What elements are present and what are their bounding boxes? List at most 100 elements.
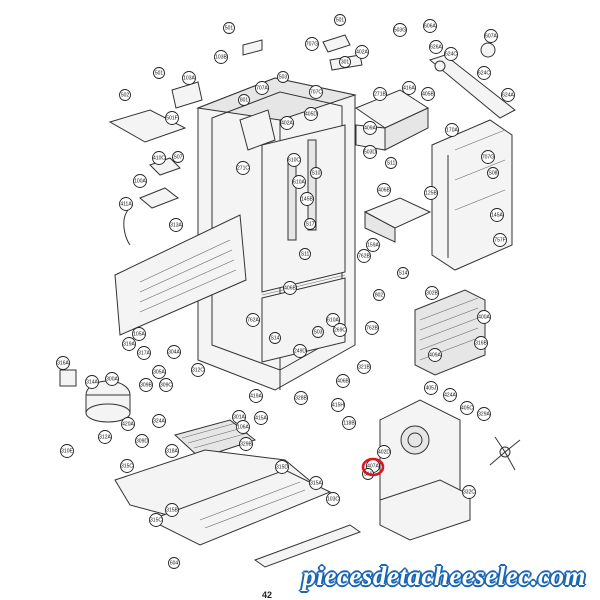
- part-label-624a: 624A: [501, 88, 515, 102]
- part-label-405d: 405D: [304, 107, 318, 121]
- part-label-text: 802: [375, 292, 384, 298]
- part-label-text: 103C: [327, 496, 339, 502]
- part-label-text: 503G: [394, 27, 406, 33]
- part-label-text: 610A: [293, 179, 305, 185]
- part-label-402d: 402D: [377, 445, 391, 459]
- part-label-text: 503: [279, 74, 288, 80]
- part-label-layer: 501103B501707G402A301503G606A607A626A624…: [56, 14, 515, 569]
- part-label-309b: 309B: [139, 378, 153, 392]
- part-label-315d: 315D: [275, 460, 289, 474]
- part-label-301: 301: [339, 56, 351, 68]
- part-label-text: 312C: [192, 367, 204, 373]
- part-label-text: 610C: [288, 157, 300, 163]
- part-label-text: 415H: [332, 402, 344, 408]
- part-label-406b: 406B: [336, 374, 350, 388]
- part-label-105a: 105A: [132, 327, 146, 341]
- part-label-406b: 406B: [377, 183, 391, 197]
- part-label-text: 315B: [166, 507, 178, 513]
- part-label-text: S08: [489, 170, 498, 176]
- ice-bucket: [363, 197, 432, 243]
- part-label-text: 424A: [444, 392, 456, 398]
- part-label-s14: S14: [397, 267, 409, 279]
- part-label-419a: 419A: [249, 389, 263, 403]
- part-label-s08: S08: [487, 167, 499, 179]
- part-label-text: 103B: [215, 54, 227, 60]
- part-label-405j: 405J: [424, 381, 438, 395]
- part-label-103a: 103A: [182, 71, 196, 85]
- part-label-757f: 757F: [493, 233, 507, 247]
- part-label-text: S11: [301, 251, 310, 257]
- part-label-409a: 409A: [428, 348, 442, 362]
- part-label-405c: 405C: [460, 401, 474, 415]
- part-label-316a: 316A: [56, 356, 70, 370]
- part-label-text: 801: [240, 97, 249, 103]
- part-label-315c: 315C: [149, 513, 163, 527]
- part-label-text: 501: [225, 25, 234, 31]
- part-label-text: 271B: [374, 91, 386, 97]
- part-label-text: 405J: [426, 385, 437, 391]
- part-label-text: 309B: [140, 382, 152, 388]
- part-label-304a: 304A: [167, 345, 181, 359]
- part-label-text: 145B: [301, 196, 313, 202]
- part-label-text: 503D: [364, 149, 376, 155]
- part-label-text: 606A: [424, 23, 436, 29]
- part-label-315a: 315A: [309, 476, 323, 490]
- part-label-text: 305A: [153, 369, 165, 375]
- part-label-text: 318A: [166, 448, 178, 454]
- condenser-coil: [173, 419, 257, 459]
- part-label-text: 707C: [310, 89, 322, 95]
- part-label-text: 309C: [160, 382, 172, 388]
- part-label-106a: 106A: [236, 420, 250, 434]
- part-label-503g: 503G: [393, 23, 407, 37]
- part-label-text: 329A: [478, 411, 490, 417]
- part-label-text: S11: [387, 160, 396, 166]
- part-label-409a: 409A: [363, 121, 377, 135]
- part-label-text: 249D: [294, 348, 306, 354]
- part-label-159a: 159A: [366, 238, 380, 252]
- part-label-text: 315C: [121, 463, 133, 469]
- part-label-707a: 707A: [255, 81, 269, 95]
- part-label-text: 315D: [276, 464, 288, 470]
- part-label-text: 105A: [133, 331, 145, 337]
- part-label-text: 324A: [153, 418, 165, 424]
- part-label-s10: S10: [310, 167, 322, 179]
- part-label-text: 319A: [123, 341, 135, 347]
- part-label-103c: 103C: [326, 492, 340, 506]
- part-label-309c: 309C: [159, 378, 173, 392]
- part-label-text: 145A: [491, 212, 503, 218]
- part-label-text: 405C: [461, 405, 473, 411]
- part-label-321b: 321B: [357, 360, 371, 374]
- part-label-415a: 415A: [254, 411, 268, 425]
- part-label-text: 707G: [482, 154, 494, 160]
- part-label-text: 626A: [430, 44, 442, 50]
- site-watermark: piecesdetacheeselec.com: [302, 561, 586, 591]
- part-label-604: 604: [168, 557, 180, 569]
- part-label-text: 312A: [99, 434, 111, 440]
- part-label-145b: 145B: [300, 192, 314, 206]
- part-label-624c: 624C: [477, 66, 491, 80]
- part-label-503d: 503D: [363, 145, 377, 159]
- part-label-s14: S14: [269, 332, 281, 344]
- part-label-text: 402A: [281, 120, 293, 126]
- part-label-text: 407A: [367, 463, 379, 469]
- part-label-501: 501: [334, 14, 346, 26]
- part-label-s17: S17: [304, 218, 316, 230]
- part-label-text: S17: [306, 221, 315, 227]
- part-label-315b: 315B: [165, 503, 179, 517]
- part-label-s07: S07: [172, 151, 184, 163]
- part-label-text: 757F: [494, 237, 505, 243]
- part-label-text: 118B: [343, 420, 355, 426]
- part-label-text: 610A: [327, 317, 339, 323]
- drain-pan-cover: [379, 479, 471, 541]
- part-label-118b: 118B: [342, 416, 356, 430]
- part-label-text: 332C: [463, 489, 475, 495]
- part-label-762b: 762B: [357, 249, 371, 263]
- part-label-text: 316B: [475, 340, 487, 346]
- part-label-145a: 145A: [490, 208, 504, 222]
- part-label-314a: 314A: [85, 375, 99, 389]
- part-label-762b: 762B: [365, 321, 379, 335]
- part-label-762a: 762A: [246, 313, 260, 327]
- part-label-315c: 315C: [120, 459, 134, 473]
- part-label-text: 502: [121, 92, 130, 98]
- part-label-329b: 329B: [239, 437, 253, 451]
